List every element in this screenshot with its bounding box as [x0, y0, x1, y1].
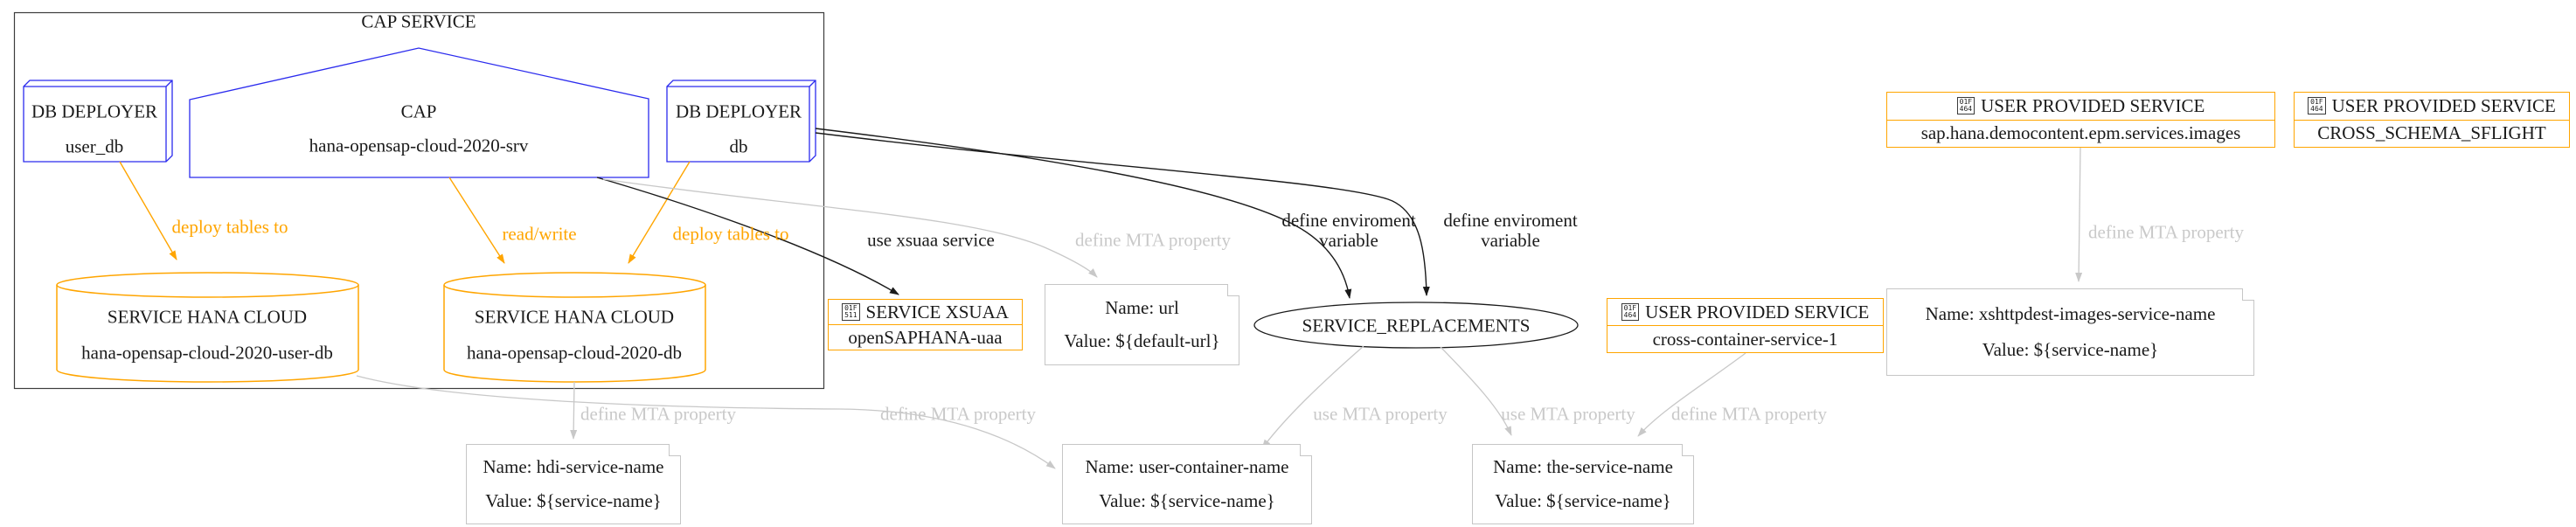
cross-container-name: cross-container-service-1 — [1652, 328, 1838, 350]
note-url-line1: Name: url — [1105, 296, 1179, 318]
note-the-service-line1: Name: the-service-name — [1493, 456, 1673, 478]
db-name: db — [729, 135, 748, 157]
note-fold-icon — [1300, 444, 1312, 456]
edge-label-define-mta-images: define MTA property — [2088, 221, 2244, 243]
ups-images-name: sap.hana.democontent.epm.services.images — [1920, 122, 2241, 144]
user-db-name: user_db — [65, 135, 124, 157]
ups-images-title: USER PROVIDED SERVICE — [1981, 94, 2205, 116]
note-xshttpdest-line1: Name: xshttpdest-images-service-name — [1925, 303, 2216, 324]
note-hdi-line2: Value: ${service-name} — [485, 489, 662, 511]
edge-label-use-mta-2: use MTA property — [1501, 403, 1635, 425]
hana-db-title: SERVICE HANA CLOUD — [474, 306, 675, 328]
black-edges — [596, 128, 1430, 299]
node-service-replacements-shape — [1253, 302, 1579, 349]
cap-service-cluster-border — [13, 11, 825, 390]
edge-label-use-xsuaa: use xsuaa service — [867, 229, 995, 251]
hana-user-db-name: hana-opensap-cloud-2020-user-db — [81, 342, 333, 364]
user-icon: 01F 464 — [1621, 303, 1640, 321]
edge-label-define-mta-url: define MTA property — [1075, 229, 1231, 251]
note-url: Name: url Value: ${default-url} — [1045, 284, 1239, 365]
ups-sflight-name: CROSS_SCHEMA_SFLIGHT — [2317, 122, 2546, 144]
node-user-provided-sflight: 01F 464 USER PROVIDED SERVICE CROSS_SCHE… — [2294, 92, 2570, 148]
edge-label-define-mta-user-container: define MTA property — [880, 403, 1036, 425]
note-xshttpdest-line2: Value: ${service-name} — [1982, 339, 2159, 360]
note-hdi-line1: Name: hdi-service-name — [483, 456, 664, 478]
note-user-container-line2: Value: ${service-name} — [1099, 489, 1275, 511]
hana-user-db-title: SERVICE HANA CLOUD — [107, 306, 308, 328]
db-title: DB DEPLOYER — [675, 101, 802, 122]
note-fold-icon — [2242, 288, 2254, 301]
note-url-line2: Value: ${default-url} — [1064, 330, 1220, 352]
edge-label-deploy-tables-db: deploy tables to — [672, 223, 789, 245]
node-user-provided-cross-container: 01F 464 USER PROVIDED SERVICE cross-cont… — [1607, 298, 1884, 353]
edge-label-define-mta-the-service: define MTA property — [1671, 403, 1827, 425]
node-db-deployer-user-db-shape — [23, 80, 173, 163]
cross-container-title: USER PROVIDED SERVICE — [1645, 301, 1870, 322]
xsuaa-title: SERVICE XSUAA — [865, 301, 1009, 322]
node-hana-cloud-db-shape — [443, 272, 706, 383]
hana-db-name: hana-opensap-cloud-2020-db — [466, 342, 683, 364]
key-icon: 01F 511 — [842, 303, 860, 321]
service-replacements-label: SERVICE_REPLACEMENTS — [1302, 315, 1531, 336]
gray-mta-edges — [356, 147, 2083, 469]
ups-sflight-title: USER PROVIDED SERVICE — [2331, 94, 2556, 116]
note-user-container-name: Name: user-container-name Value: ${servi… — [1062, 444, 1312, 524]
deploy-and-readwrite-edges — [119, 161, 691, 264]
edge-label-define-env-2: define enviroment variable — [1443, 210, 1578, 251]
note-fold-icon — [669, 444, 681, 456]
user-icon: 01F 464 — [2308, 97, 2326, 115]
user-db-title: DB DEPLOYER — [31, 101, 158, 122]
user-icon: 01F 464 — [1956, 97, 1975, 115]
edge-label-define-env-1: define enviroment variable — [1281, 210, 1416, 251]
cluster-label: CAP SERVICE — [361, 10, 476, 32]
note-the-service-line2: Value: ${service-name} — [1495, 489, 1671, 511]
xsuaa-name: openSAPHANA-uaa — [848, 326, 1003, 348]
edge-label-read-write: read/write — [502, 223, 577, 245]
edge-label-define-mta-hdi: define MTA property — [580, 403, 736, 425]
note-fold-icon — [1682, 444, 1694, 456]
note-xshttpdest-service-name: Name: xshttpdest-images-service-name Val… — [1886, 288, 2254, 376]
node-user-provided-images: 01F 464 USER PROVIDED SERVICE sap.hana.d… — [1886, 92, 2275, 148]
note-the-service-name: Name: the-service-name Value: ${service-… — [1472, 444, 1694, 524]
node-service-xsuaa: 01F 511 SERVICE XSUAA openSAPHANA-uaa — [828, 299, 1023, 350]
node-db-deployer-db-shape — [666, 80, 816, 163]
edge-label-deploy-tables-user: deploy tables to — [171, 216, 288, 238]
node-hana-cloud-user-db-shape — [56, 272, 359, 383]
cap-title: CAP — [400, 101, 437, 122]
note-user-container-line1: Name: user-container-name — [1085, 456, 1289, 478]
note-fold-icon — [1227, 284, 1239, 296]
cap-name: hana-opensap-cloud-2020-srv — [309, 135, 529, 156]
edge-label-use-mta-1: use MTA property — [1313, 403, 1448, 425]
node-cap-shape — [189, 47, 649, 178]
note-hdi-service-name: Name: hdi-service-name Value: ${service-… — [466, 444, 681, 524]
